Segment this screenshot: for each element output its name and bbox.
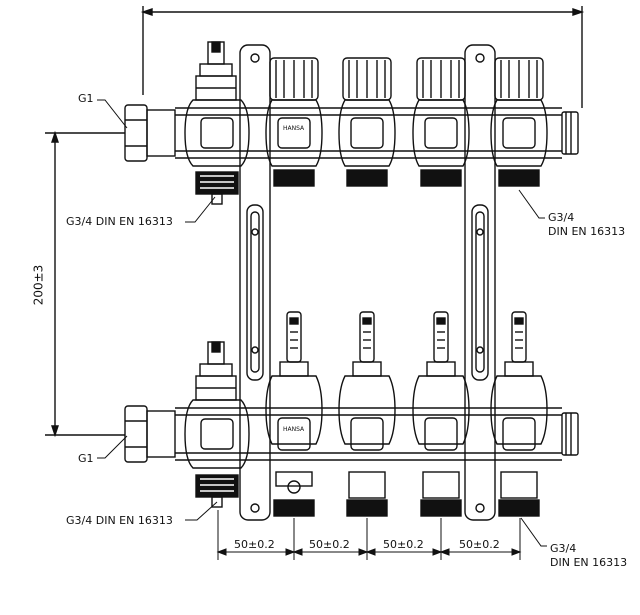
bottom-outlet-4 [490, 311, 548, 517]
label-g34-bottom-right-line1: G3/4 [550, 542, 577, 555]
bottom-outlets [265, 311, 548, 517]
label-g34-bottom-left: G3/4 DIN EN 16313 [66, 514, 173, 527]
pitch-label-2: 50±0.2 [309, 538, 350, 551]
bottom-outlet-2 [338, 311, 396, 517]
brand-logo-top: HANSA [283, 125, 305, 132]
overall-width-dimension [140, 6, 585, 108]
top-manifold [124, 41, 579, 205]
pitch-label-1: 50±0.2 [234, 538, 275, 551]
label-g34-bottom-right-line2: DIN EN 16313 [550, 556, 628, 569]
bottom-manifold [124, 341, 579, 508]
pitch-label-4: 50±0.2 [459, 538, 500, 551]
top-outlet-2 [338, 57, 396, 187]
label-g34-top-left: G3/4 DIN EN 16313 [66, 215, 173, 228]
leader-lines [97, 99, 547, 547]
vertical-spacing-dimension [45, 130, 125, 438]
vertical-spacing-label: 200±3 [31, 264, 46, 306]
pitch-dimension [216, 510, 522, 560]
top-outlets [265, 57, 548, 187]
pitch-label-3: 50±0.2 [383, 538, 424, 551]
brand-logo-bottom: HANSA [283, 426, 305, 433]
top-outlet-1 [265, 57, 323, 187]
bottom-outlet-1 [265, 311, 323, 517]
label-g1-bottom: G1 [78, 452, 94, 465]
right-bracket [464, 44, 496, 521]
bottom-outlet-3 [412, 311, 470, 517]
top-outlet-4 [490, 57, 548, 187]
label-g1-top: G1 [78, 92, 94, 105]
label-g34-top-right-line2: DIN EN 16313 [548, 225, 626, 238]
top-outlet-3 [412, 57, 470, 187]
left-bracket [239, 44, 271, 521]
label-g34-top-right-line1: G3/4 [548, 211, 575, 224]
